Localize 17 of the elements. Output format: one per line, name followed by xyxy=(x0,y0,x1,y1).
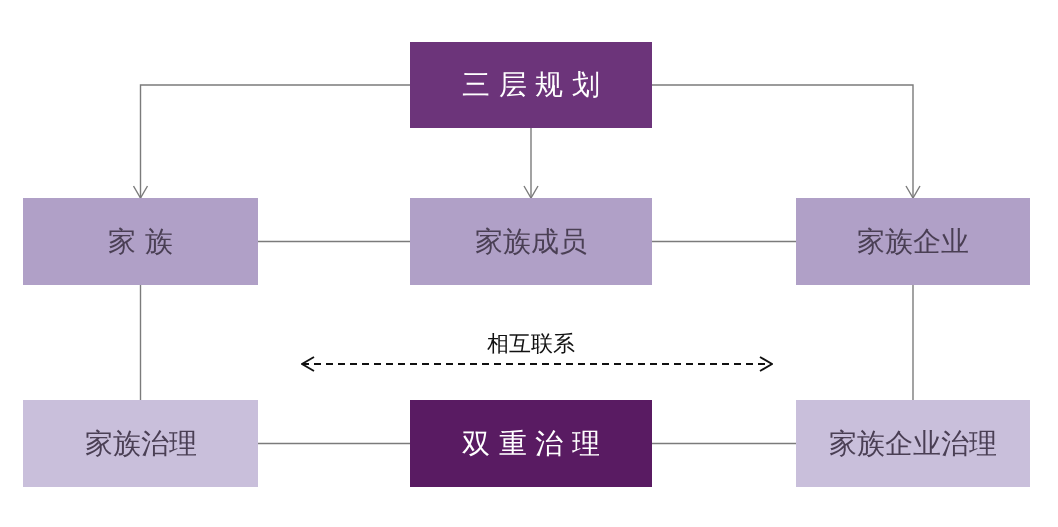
connector-line xyxy=(139,284,142,401)
connector-line xyxy=(651,442,797,445)
process-box: 三层规划 xyxy=(410,42,652,128)
arrow-label: 相互联系 xyxy=(486,331,576,357)
connector-line xyxy=(257,442,411,445)
arrow xyxy=(651,84,921,199)
process-box: 双重治理 xyxy=(410,400,652,487)
process-box: 家 族 xyxy=(23,198,258,285)
process-box: 家族企业 xyxy=(796,198,1030,285)
process-box: 家族企业治理 xyxy=(796,400,1030,487)
connector-line xyxy=(257,240,411,243)
arrow xyxy=(523,127,539,199)
connector-line xyxy=(912,284,914,401)
arrow xyxy=(132,84,411,199)
connector-line xyxy=(651,240,797,243)
process-box: 家族成员 xyxy=(410,198,652,285)
process-box: 家族治理 xyxy=(23,400,258,487)
